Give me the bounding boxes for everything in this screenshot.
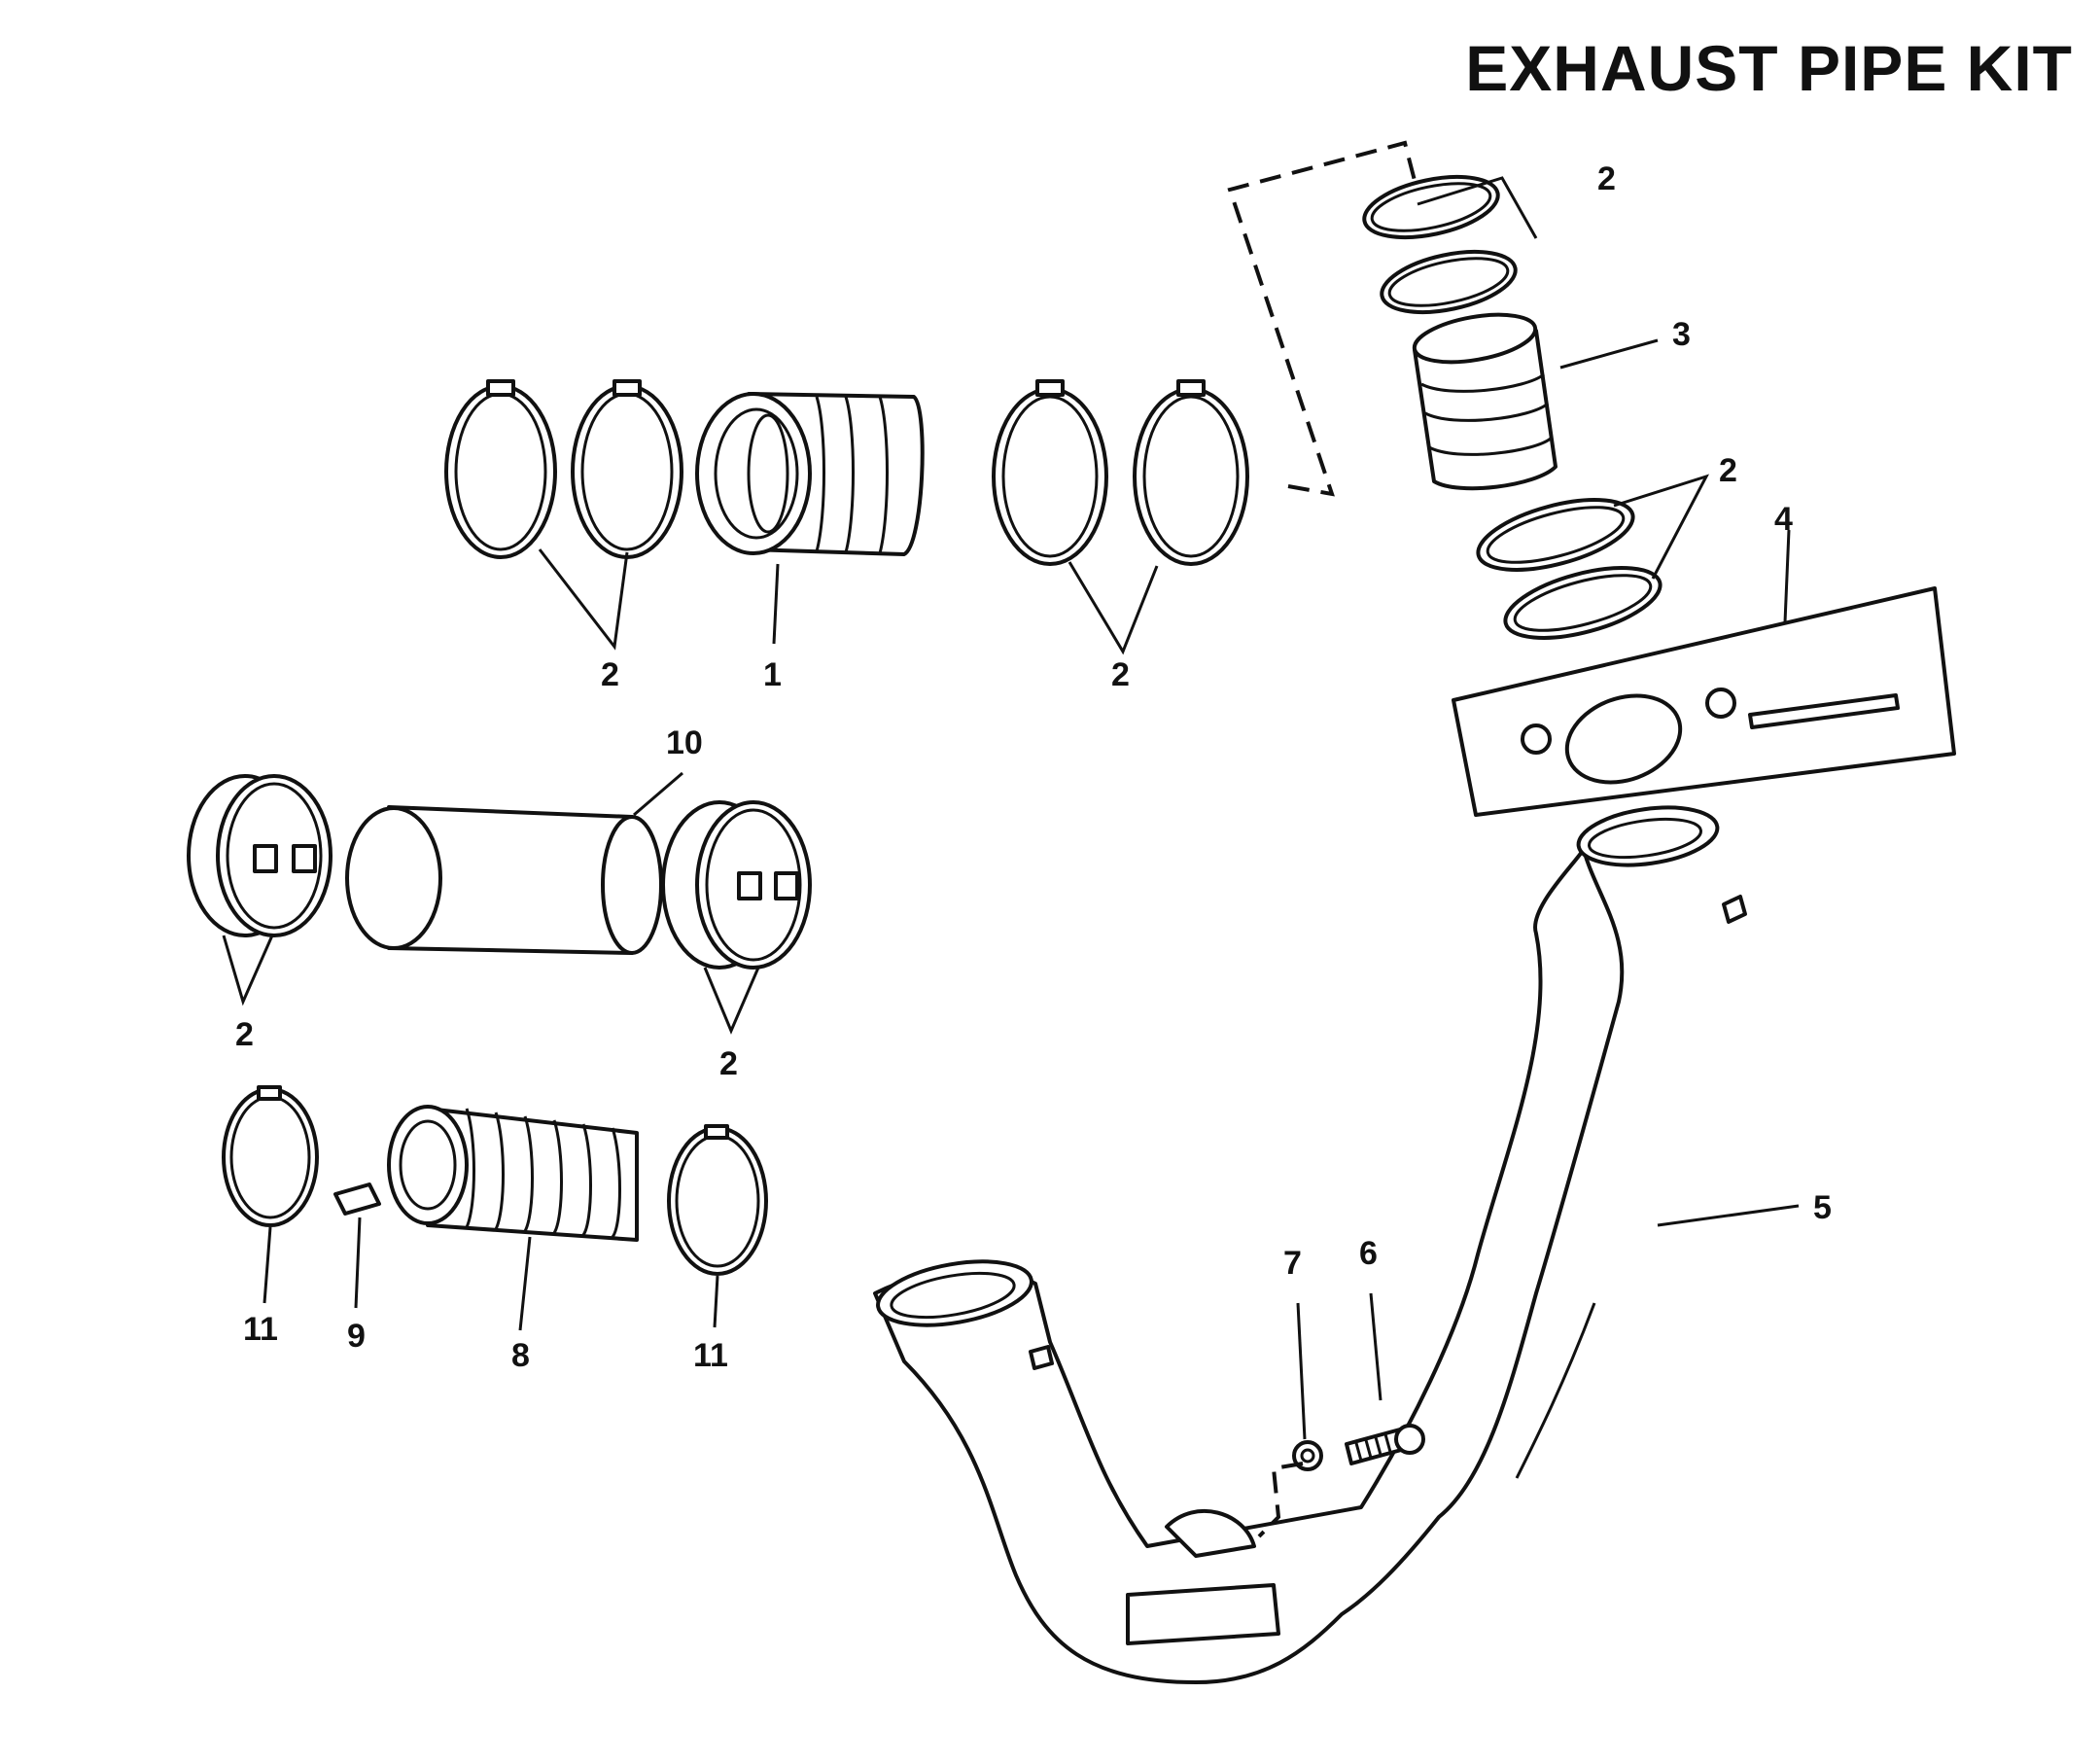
callout-11-left: 11	[243, 1311, 278, 1348]
callout-2-top-left: 2	[601, 656, 619, 693]
clamp-11-right	[667, 1124, 768, 1276]
exhaust-pipe-10	[345, 805, 663, 955]
exhaust-sleeve-3	[1412, 312, 1558, 491]
gasket-9	[333, 1182, 381, 1216]
callout-3: 3	[1672, 316, 1691, 353]
clamp-upper-right-3	[1476, 498, 1635, 572]
callout-6: 6	[1359, 1235, 1378, 1272]
clamp-top-left-1	[444, 379, 557, 559]
callout-5: 5	[1813, 1189, 1832, 1226]
callout-4: 4	[1774, 501, 1793, 538]
callout-10: 10	[666, 724, 703, 761]
exhaust-elbow-5	[873, 805, 1747, 1684]
clamp-middle-right-1	[661, 800, 812, 970]
page-title: EXHAUST PIPE KIT	[1465, 32, 2073, 104]
callout-2-top-right: 2	[1111, 656, 1130, 693]
callout-11-right: 11	[693, 1337, 728, 1374]
clamp-11-left	[222, 1085, 319, 1227]
clamp-upper-right-4	[1503, 566, 1662, 640]
flex-bellows-8	[387, 1105, 639, 1242]
clamp-middle-left-1	[187, 774, 332, 937]
callout-2-upper-right-a: 2	[1597, 160, 1616, 197]
callout-9: 9	[347, 1318, 366, 1355]
clamp-top-right-2	[1133, 379, 1249, 566]
exhaust-bellows-1	[695, 392, 925, 556]
clamp-top-left-2	[571, 379, 683, 559]
callout-2-middle-right: 2	[719, 1045, 738, 1082]
callout-8: 8	[511, 1337, 530, 1374]
clamp-upper-right-2	[1380, 249, 1518, 315]
clamp-upper-right-1	[1362, 174, 1500, 240]
bolt-6	[1345, 1424, 1425, 1465]
callout-2-upper-right-b: 2	[1719, 452, 1737, 489]
callout-1: 1	[763, 656, 782, 693]
mounting-plate-4	[1452, 586, 1956, 817]
clamp-top-right-1	[992, 379, 1108, 566]
callout-7: 7	[1283, 1245, 1302, 1282]
callout-2-middle-left: 2	[235, 1016, 254, 1053]
